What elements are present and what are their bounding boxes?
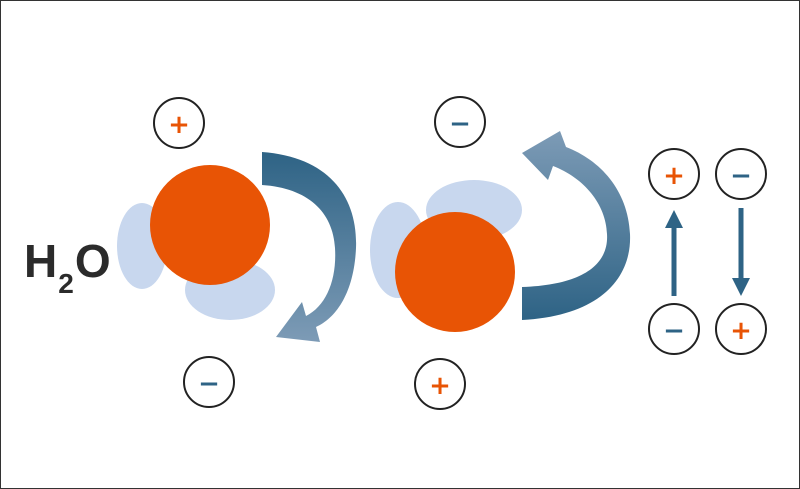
charge-badge: − bbox=[434, 96, 486, 148]
charge-sign: + bbox=[168, 110, 190, 140]
down-arrow-icon bbox=[732, 208, 750, 296]
molecule-right bbox=[370, 180, 522, 332]
charge-sign: − bbox=[198, 369, 220, 399]
molecule-left bbox=[117, 165, 275, 320]
rotation-arrow-icon bbox=[522, 131, 631, 320]
charge-badge: + bbox=[153, 97, 205, 149]
label-o: O bbox=[74, 235, 112, 287]
rotation-arrow-icon bbox=[262, 152, 357, 342]
label-h: H bbox=[24, 235, 59, 287]
molecule-label: H2O bbox=[24, 235, 112, 298]
charge-badge: − bbox=[715, 148, 767, 200]
charge-sign: − bbox=[449, 109, 471, 139]
charge-sign: + bbox=[730, 316, 752, 346]
charge-circle bbox=[648, 148, 700, 200]
charge-circle bbox=[715, 303, 767, 355]
oxygen-atom-left bbox=[150, 165, 270, 285]
charge-sign: + bbox=[429, 371, 451, 401]
charge-sign: − bbox=[730, 161, 752, 191]
charge-badge: + bbox=[715, 303, 767, 355]
charge-badge: − bbox=[648, 303, 700, 355]
charge-badge: + bbox=[414, 358, 466, 410]
charge-sign: + bbox=[663, 161, 685, 191]
charge-sign: − bbox=[663, 316, 685, 346]
charge-circle bbox=[153, 97, 205, 149]
charge-badge: + bbox=[648, 148, 700, 200]
charge-circle bbox=[648, 303, 700, 355]
charge-circle bbox=[183, 356, 235, 408]
label-subscript: 2 bbox=[58, 268, 75, 300]
charge-circle bbox=[414, 358, 466, 410]
up-arrow-icon bbox=[665, 210, 683, 296]
charge-circle bbox=[715, 148, 767, 200]
charge-badge: − bbox=[183, 356, 235, 408]
oxygen-atom-right bbox=[395, 212, 515, 332]
charge-circle bbox=[434, 96, 486, 148]
